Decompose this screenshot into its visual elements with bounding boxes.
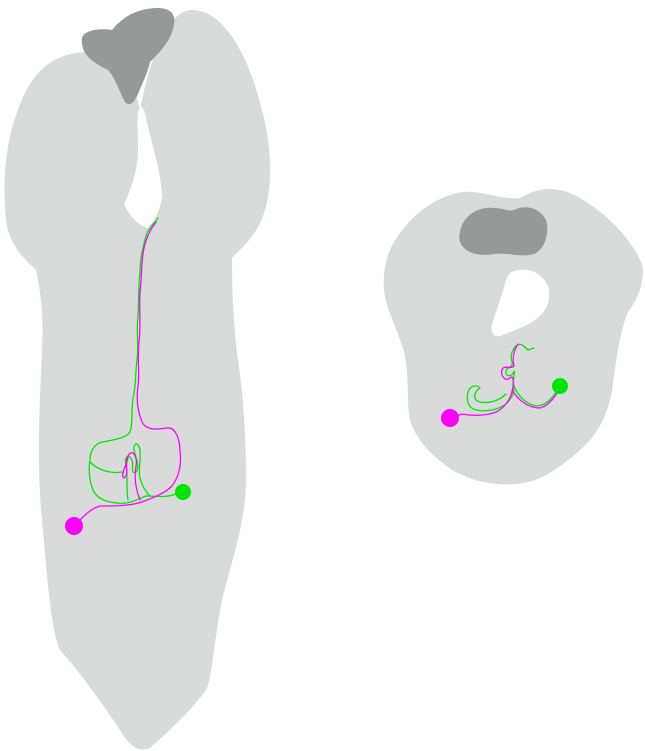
frontal-tissue-outline [4,9,271,750]
cross-section-neuron-a [451,343,559,419]
frontal-cell-body-neuron-a [65,517,83,535]
frontal-neuron-a-main-trunk [73,221,182,526]
cross-section-neuron-b-right-branch [513,385,561,407]
frontal-neuron-b-main-trunk [88,217,182,504]
frontal-neuron-a-arbor [122,452,141,501]
cross-section-neuron-a-arbor [451,343,519,419]
cross-section-central-gap [491,269,550,337]
frontal-neuron-b-branch [89,461,123,474]
frontal-central-gap [124,106,162,228]
cross-section-dark-region [459,207,548,256]
cross-section-neuron-a-right-branch [511,389,559,409]
cross-section-cell-body-neuron-a [441,409,459,427]
frontal-view [4,8,271,750]
frontal-dark-region [81,8,175,105]
frontal-neuron-a [73,221,182,526]
cross-section-cell-body-neuron-b [552,378,568,394]
frontal-cell-body-neuron-b [175,484,191,500]
cross-section-view [383,189,643,485]
